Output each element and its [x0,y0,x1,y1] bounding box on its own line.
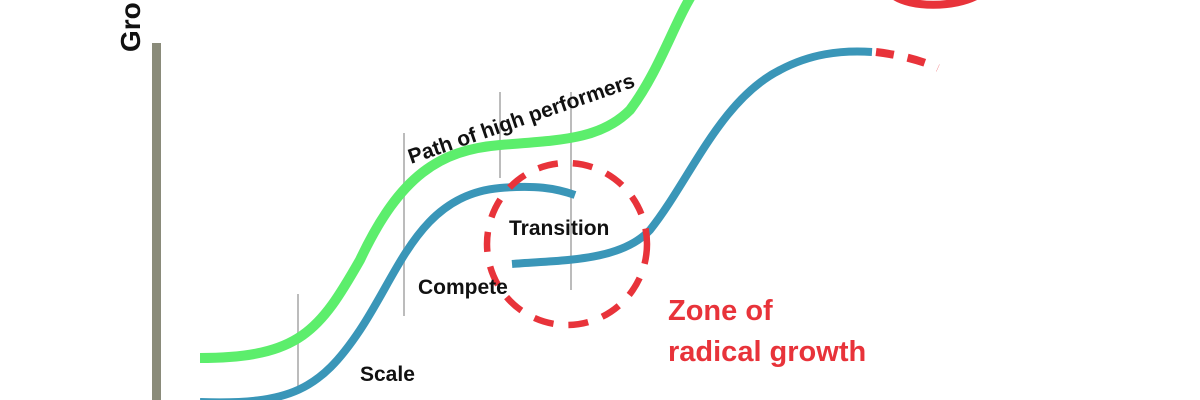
label-compete: Compete [418,276,508,299]
top-right-arc [893,0,977,9]
zone-title-line1: Zone of [668,295,773,327]
high-performers-curve [199,0,695,363]
main-curve-second-s [511,47,873,268]
label-scale: Scale [360,363,415,386]
zone-title-line2: radical growth [668,336,866,368]
label-path-of-high-performers: Path of high performers [405,69,638,168]
main-curve-first-s [200,182,577,400]
y-axis-title: Gro [115,2,146,52]
y-axis-line [152,43,161,400]
zone-circle [483,159,651,329]
label-transition: Transition [509,217,609,240]
projection-dashed-line [875,48,940,72]
